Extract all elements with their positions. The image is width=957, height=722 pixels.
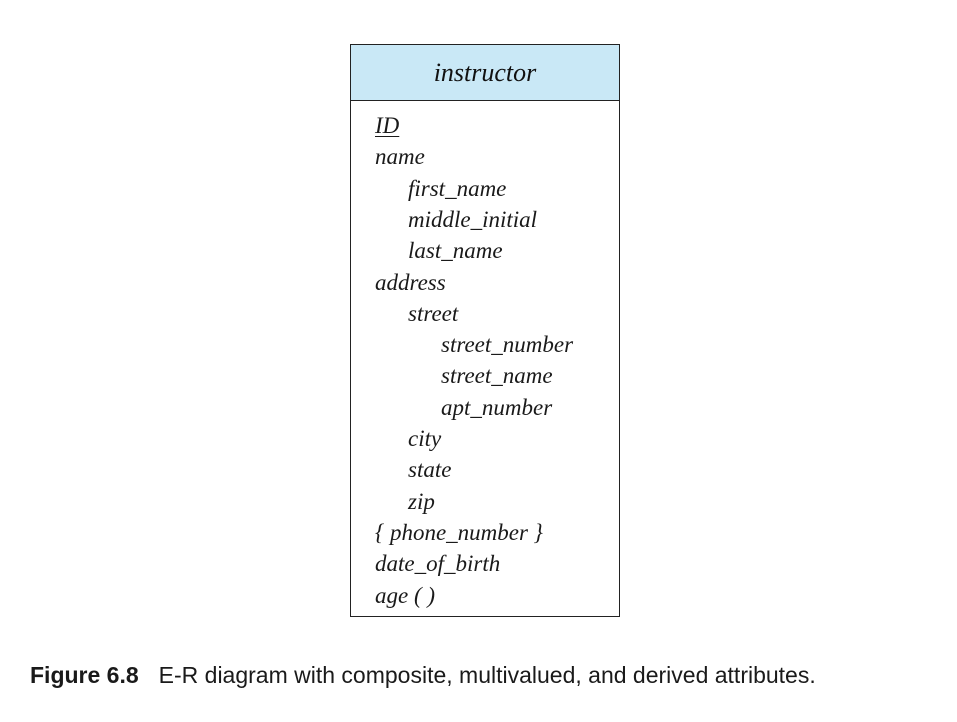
attribute-id: ID (375, 113, 400, 138)
attribute-city: city (408, 426, 442, 451)
attribute-name: name (375, 144, 425, 170)
attribute-middle-initial: middle_initial (408, 206, 538, 232)
attribute-zip: zip (408, 488, 435, 514)
attribute-address: address (375, 269, 446, 295)
attribute-street-number: street_number (441, 332, 574, 358)
attribute-first-name: first_name (408, 175, 507, 201)
figure-label: Figure 6.8 (30, 662, 139, 688)
figure-caption: Figure 6.8 E-R diagram with composite, mu… (30, 662, 816, 689)
entity-box-instructor: instructor ID name first_name middle_initia… (350, 44, 620, 617)
attribute-last-name: last_name (408, 238, 503, 264)
figure-caption-text: E-R diagram with composite, multivalued,… (158, 662, 816, 688)
attribute-street-name: street_name (441, 363, 553, 389)
attribute-state: state (408, 457, 452, 483)
attribute-street: street (408, 300, 459, 326)
attribute-apt-number: apt_number (441, 394, 553, 420)
attribute-date-of-birth: date_of_birth (375, 551, 501, 577)
attribute-age: age ( ) (375, 582, 436, 608)
attribute-phone-number: { phone_number } (375, 519, 543, 545)
entity-header: instructor (351, 45, 619, 101)
